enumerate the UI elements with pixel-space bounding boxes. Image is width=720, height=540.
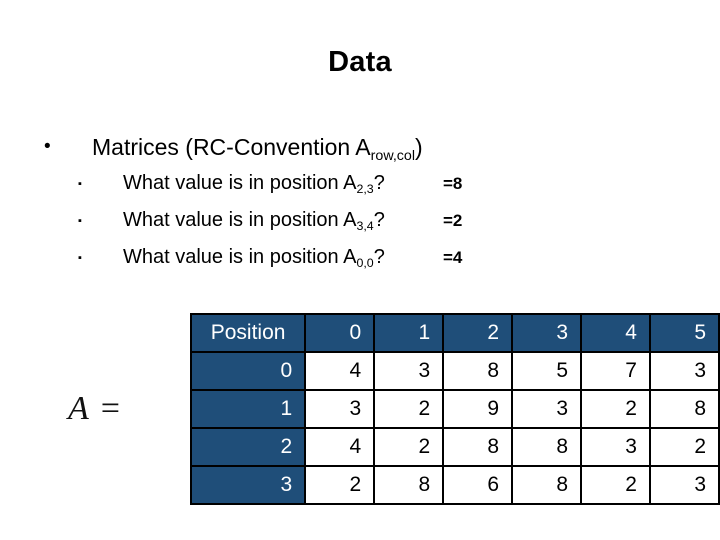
table-header-col-4: 4 [580, 313, 651, 353]
table-header-col-2: 2 [442, 313, 514, 353]
bullet-dot-icon: • [44, 136, 51, 157]
table-header-row: Position 0 1 2 3 4 5 [189, 313, 720, 353]
matrix-table: Position 0 1 2 3 4 5 0 4 3 8 5 7 3 1 3 2… [189, 313, 720, 505]
question-text-after: ? [373, 172, 385, 194]
answer-value: =8 [443, 174, 463, 193]
table-row-header-2: 2 [189, 427, 307, 467]
question-subscript: 2,3 [356, 182, 374, 197]
table-row-header-3: 3 [189, 465, 307, 505]
bullet-level1: • Matrices (RC-Convention Arow,col) [0, 132, 720, 166]
table-header-col-5: 5 [648, 313, 720, 353]
cell-1-2: 9 [442, 389, 514, 429]
cell-2-4: 3 [580, 427, 651, 467]
answer-value: =4 [443, 248, 463, 267]
question-text: What value is in position A [123, 172, 357, 194]
bullet-level2-item-2: ▪ What value is in position A3,4? =2 [0, 203, 720, 240]
cell-2-0: 4 [304, 427, 376, 467]
page-title: Data [328, 46, 392, 78]
table-header-col-0: 0 [304, 313, 376, 353]
bullet-level2-item-1: ▪ What value is in position A2,3? =8 [0, 166, 720, 203]
cell-3-5: 3 [648, 465, 720, 505]
cell-3-3: 8 [511, 465, 583, 505]
bullet-square-icon: ▪ [78, 252, 82, 264]
cell-2-2: 8 [442, 427, 514, 467]
table-row-header-0: 0 [189, 351, 307, 391]
table-header-col-3: 3 [511, 313, 583, 353]
answer-value: =2 [443, 211, 463, 230]
cell-0-4: 7 [580, 351, 651, 391]
table-row: 1 3 2 9 3 2 8 [189, 389, 720, 429]
cell-2-5: 2 [648, 427, 720, 467]
question-text-after: ? [373, 209, 385, 231]
cell-1-1: 2 [373, 389, 445, 429]
cell-1-0: 3 [304, 389, 376, 429]
table-row: 2 4 2 8 8 3 2 [189, 427, 720, 467]
question-subscript: 0,0 [356, 256, 374, 271]
cell-0-5: 3 [648, 351, 720, 391]
table-row: 3 2 8 6 8 2 3 [189, 465, 720, 505]
cell-0-3: 5 [511, 351, 583, 391]
bullet-list: • Matrices (RC-Convention Arow,col) ▪ What… [0, 132, 720, 277]
cell-1-3: 3 [511, 389, 583, 429]
bullet-square-icon: ▪ [78, 178, 82, 190]
question-subscript: 3,4 [356, 219, 374, 234]
cell-1-5: 8 [648, 389, 720, 429]
table-row: 0 4 3 8 5 7 3 [189, 351, 720, 391]
cell-3-0: 2 [304, 465, 376, 505]
question-text-after: ? [373, 246, 385, 268]
table-row-header-1: 1 [189, 389, 307, 429]
cell-1-4: 2 [580, 389, 651, 429]
question-text: What value is in position A [123, 246, 357, 268]
cell-0-0: 4 [304, 351, 376, 391]
cell-3-4: 2 [580, 465, 651, 505]
matrix-equals-label: A = [68, 390, 123, 427]
cell-0-1: 3 [373, 351, 445, 391]
bullet-square-icon: ▪ [78, 215, 82, 227]
bullet-level1-subscript: row,col [370, 147, 416, 164]
cell-0-2: 8 [442, 351, 514, 391]
question-text: What value is in position A [123, 209, 357, 231]
cell-3-1: 8 [373, 465, 445, 505]
bullet-level1-text: Matrices (RC-Convention A [92, 134, 371, 160]
table-header-position: Position [189, 313, 307, 353]
cell-2-3: 8 [511, 427, 583, 467]
bullet-level1-text-after: ) [415, 134, 423, 160]
table-header-col-1: 1 [373, 313, 445, 353]
cell-3-2: 6 [442, 465, 514, 505]
bullet-level2-item-3: ▪ What value is in position A0,0? =4 [0, 240, 720, 277]
cell-2-1: 2 [373, 427, 445, 467]
